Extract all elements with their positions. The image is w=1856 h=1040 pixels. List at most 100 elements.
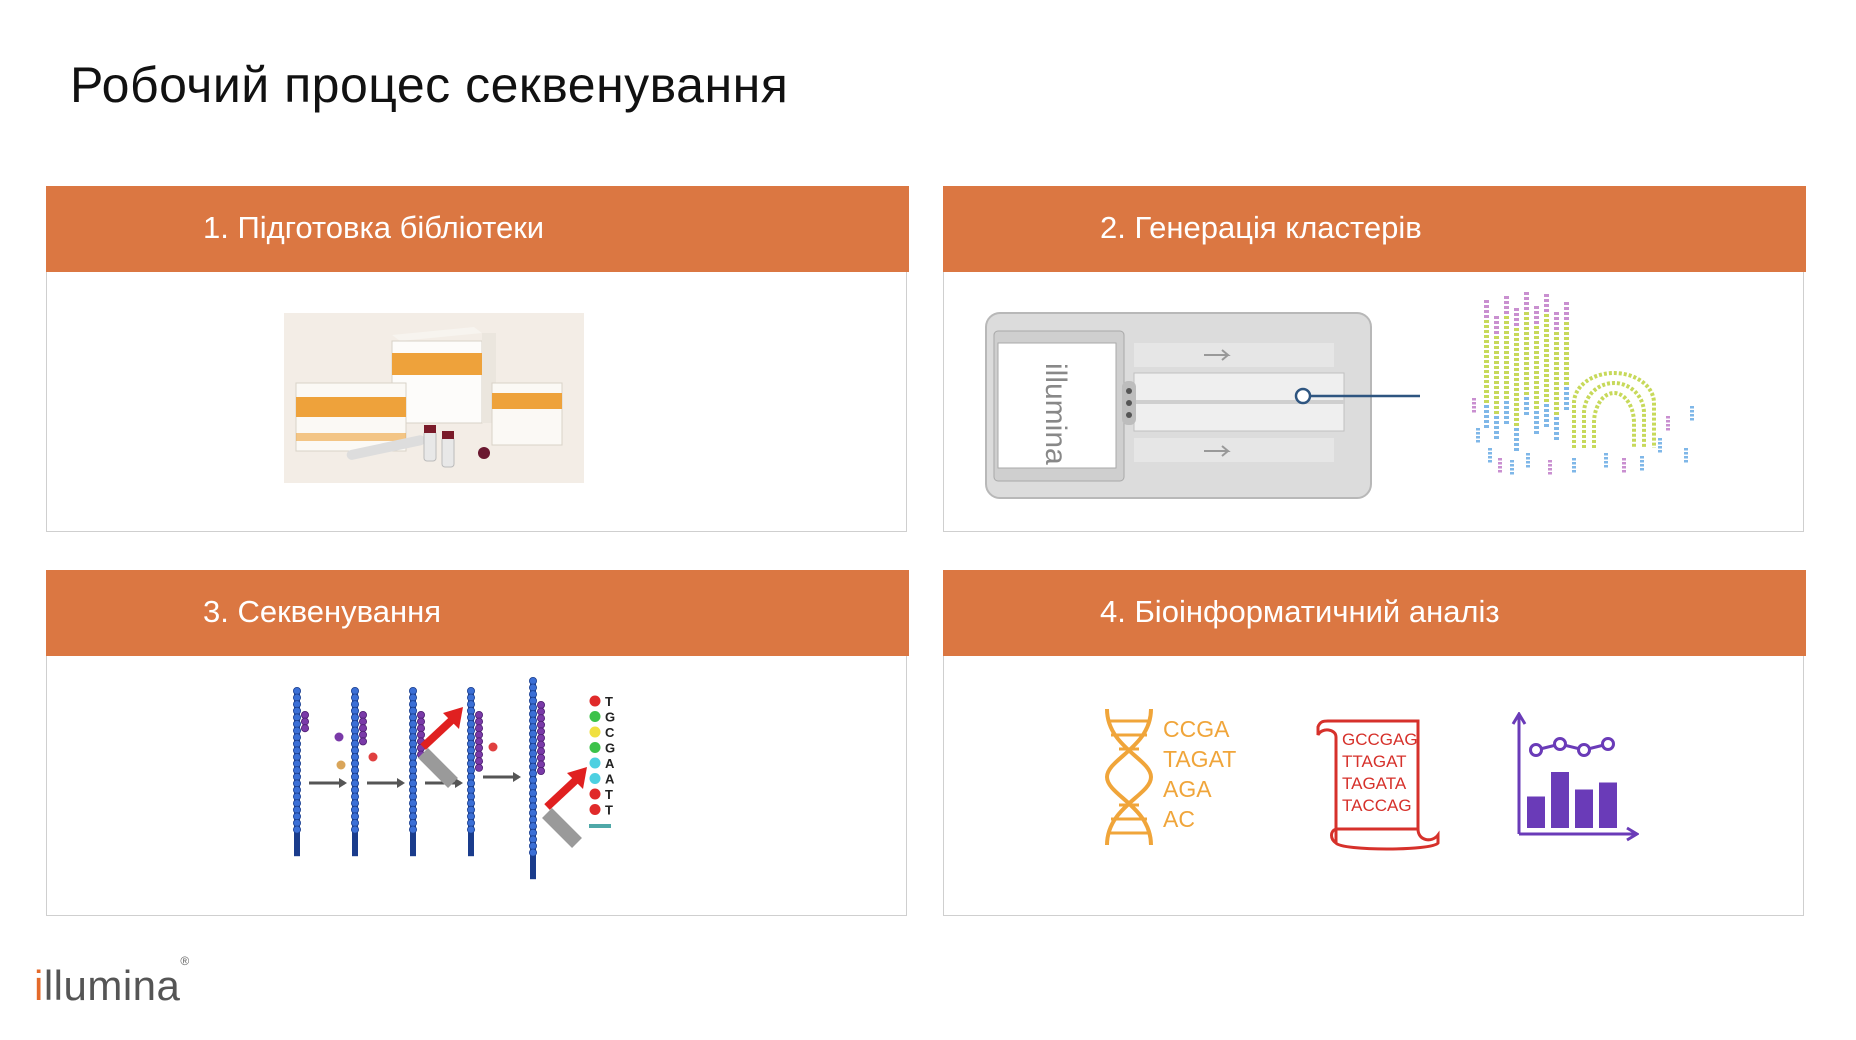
cluster-dot: [1640, 468, 1644, 471]
nucleotide: [466, 805, 475, 814]
cluster-dot: [1504, 391, 1509, 394]
cluster-dot: [1504, 406, 1509, 409]
cluster-dot: [1544, 299, 1549, 302]
bound-nucleotide: [474, 750, 483, 759]
cluster-dot: [1622, 470, 1626, 473]
cluster-dot: [1534, 411, 1539, 414]
nucleotide: [408, 792, 417, 801]
cluster-dot: [1524, 407, 1529, 410]
cluster-dot: [1514, 428, 1519, 431]
base-call-letter: G: [605, 710, 615, 725]
cluster-dot: [1544, 294, 1549, 297]
base-call-letter: G: [605, 741, 615, 756]
cluster-dot: [1504, 416, 1509, 419]
cluster-dot: [1494, 331, 1499, 334]
cluster-dot: [1514, 448, 1519, 451]
nucleotide: [408, 805, 417, 814]
cluster-dot: [1504, 321, 1509, 324]
cluster-dot: [1484, 425, 1489, 428]
nucleotide: [292, 792, 301, 801]
cluster-dot: [1554, 337, 1559, 340]
cluster-dot: [1504, 296, 1509, 299]
chart-trend-line: [1535, 742, 1609, 752]
cluster-dot: [1514, 403, 1519, 406]
cluster-dot: [1504, 371, 1509, 374]
cluster-dot: [1510, 460, 1514, 463]
cluster-dot: [1524, 362, 1529, 365]
nucleotide: [351, 779, 360, 788]
cluster-dot: [1544, 334, 1549, 337]
chart-bar: [1599, 782, 1617, 828]
cluster-dot: [1514, 338, 1519, 341]
cluster-dot: [1494, 341, 1499, 344]
nucleotide: [408, 825, 417, 834]
cluster-dot: [1504, 331, 1509, 334]
nucleotide: [528, 736, 537, 745]
cluster-dot: [1484, 380, 1489, 383]
nucleotide: [292, 720, 301, 729]
cluster-dot: [1472, 410, 1476, 413]
base-call-dot: [589, 757, 601, 769]
nucleotide: [466, 753, 475, 762]
cluster-dot: [1484, 355, 1489, 358]
cluster-dot: [1544, 364, 1549, 367]
cluster-dot: [1494, 336, 1499, 339]
cluster-dot: [1534, 416, 1539, 419]
cluster-dot: [1534, 311, 1539, 314]
cluster-dot: [1554, 402, 1559, 405]
nucleotide: [466, 720, 475, 729]
cluster-dot: [1564, 322, 1569, 325]
cluster-dot: [1494, 426, 1499, 429]
base-call-letter: C: [605, 725, 615, 740]
cluster-dot: [1534, 371, 1539, 374]
nucleotide: [528, 769, 537, 778]
cluster-dot: [1534, 306, 1539, 309]
nucleotide: [351, 772, 360, 781]
cluster-dot: [1484, 385, 1489, 388]
cluster-dot: [1488, 460, 1492, 463]
bound-nucleotide: [536, 720, 545, 729]
emission-arrow-head: [567, 767, 587, 789]
cluster-dot: [1554, 412, 1559, 415]
cluster-dot: [1564, 372, 1569, 375]
cluster-dot: [1564, 342, 1569, 345]
cluster-dot: [1514, 433, 1519, 436]
cluster-dot: [1514, 388, 1519, 391]
sequence-scroll-icon: GCCGAG TTAGAT TAGATA TACCAG: [1316, 719, 1440, 851]
kit-box-large: [391, 327, 496, 424]
nucleotide: [466, 706, 475, 715]
nucleotide: [466, 759, 475, 768]
cluster-dot: [1564, 352, 1569, 355]
cluster-dot: [1534, 421, 1539, 424]
nucleotide: [351, 726, 360, 735]
cluster-dot: [1554, 432, 1559, 435]
registered-mark: ®: [180, 954, 190, 968]
cluster-dot: [1658, 450, 1662, 453]
cluster-dot: [1514, 318, 1519, 321]
cluster-dot: [1484, 335, 1489, 338]
cluster-dot: [1544, 424, 1549, 427]
cluster-dot: [1484, 330, 1489, 333]
nucleotide: [351, 706, 360, 715]
cluster-dot: [1484, 415, 1489, 418]
cluster-dot: [1548, 460, 1552, 463]
cluster-dot: [1544, 414, 1549, 417]
nucleotide: [528, 723, 537, 732]
cluster-dot: [1544, 374, 1549, 377]
card-title: 2. Генерація кластерів: [1100, 210, 1422, 245]
cluster-dot: [1484, 325, 1489, 328]
cluster-dot: [1534, 396, 1539, 399]
cluster-arch: [1572, 371, 1656, 448]
nucleotide: [528, 710, 537, 719]
cluster-dot: [1504, 311, 1509, 314]
cluster-dot: [1498, 470, 1502, 473]
cluster-dot: [1514, 328, 1519, 331]
bound-nucleotide: [416, 717, 425, 726]
scroll-seq-line: TTAGAT: [1342, 752, 1407, 771]
cluster-dot: [1544, 379, 1549, 382]
nucleotide: [528, 776, 537, 785]
nucleotide: [528, 677, 537, 685]
cluster-dot: [1658, 438, 1662, 441]
dna-seq-line: TAGAT: [1163, 746, 1236, 772]
cluster-dot: [1564, 397, 1569, 400]
